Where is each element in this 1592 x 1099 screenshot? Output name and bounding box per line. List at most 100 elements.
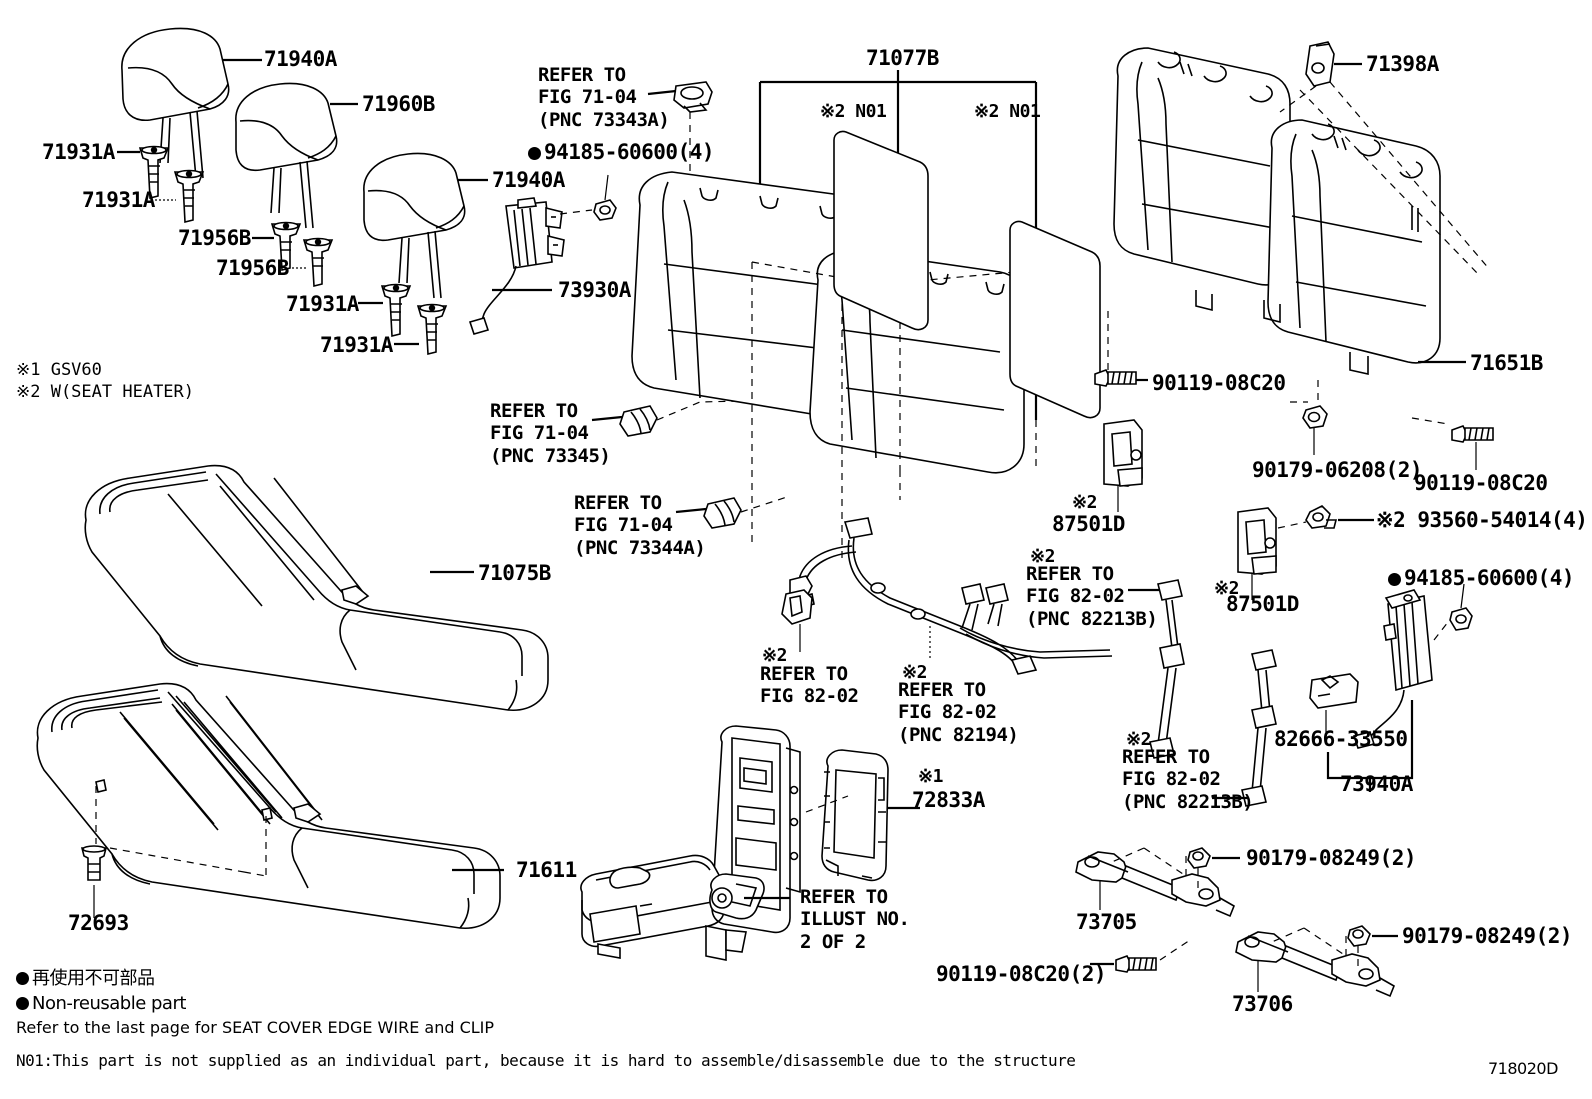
- clip-72693: [80, 845, 108, 881]
- panel-72833a: [821, 749, 889, 882]
- part-label-71940a-lower: 71940A: [492, 168, 565, 192]
- ref-73343a-l1: REFER TO: [538, 64, 626, 86]
- leader-73344a: [675, 507, 707, 514]
- mark2-82213b-1: ※2: [1030, 546, 1055, 567]
- part-label-71940a-upper: 71940A: [264, 47, 337, 71]
- clip-82666: [1309, 673, 1359, 709]
- bolt-71931a-4: [416, 303, 448, 356]
- part-label-73706: 73706: [1232, 992, 1293, 1016]
- legend-n01-note: N01:This part is not supplied as an indi…: [16, 1051, 1076, 1070]
- nut-90179-08249-2: [1347, 925, 1371, 947]
- part-label-71931a-2: 71931A: [82, 188, 155, 212]
- ref-82194-l1: REFER TO: [898, 679, 986, 701]
- bolt-71956b-1: [270, 221, 302, 272]
- strap-82213b-1: [1149, 579, 1185, 759]
- armrest-assembly: [580, 725, 801, 961]
- ref-82213b-1-l1: REFER TO: [1026, 563, 1114, 585]
- nut-94185-2: [1449, 607, 1473, 631]
- mark2-87501d-1: ※2: [1072, 492, 1097, 513]
- seatback-center-assembly: [631, 130, 1101, 560]
- nonreusable-dot-icon-en: [16, 997, 29, 1010]
- clip-73343a: [673, 81, 713, 113]
- ref-82213b-2-l2: FIG 82-02: [1122, 768, 1221, 791]
- nut-94185-1: [593, 199, 617, 221]
- ref-73345-l3: (PNC 73345): [490, 444, 611, 467]
- part-number-93560: 93560-54014(4): [1417, 508, 1588, 532]
- latch-87501d-2: [1237, 507, 1277, 575]
- assembly-dash-90119-08c20-2: [1159, 939, 1191, 961]
- part-label-72833a: 72833A: [912, 788, 985, 812]
- mark2-82194: ※2: [902, 662, 927, 683]
- latch-87501d-1: [1103, 419, 1143, 487]
- bracket-73940a: [1326, 700, 1414, 792]
- part-label-82666: 82666-33550: [1274, 727, 1408, 751]
- ref-73343a-l3: (PNC 73343A): [538, 108, 670, 131]
- ref-73344a-l3: (PNC 73344A): [574, 536, 706, 559]
- part-number-94185-1: 94185-60600(4): [544, 140, 715, 164]
- assembly-dash-73345: [656, 399, 787, 421]
- assembly-dash-72693-h: [109, 816, 267, 880]
- ref-82213b-2-l1: REFER TO: [1122, 746, 1210, 768]
- ref-82194-l3: (PNC 82194): [898, 723, 1019, 746]
- cushion-71611: [36, 682, 501, 929]
- nut-90179-06208: [1302, 405, 1328, 429]
- part-label-71960b: 71960B: [362, 92, 435, 116]
- clip-71398a: [1305, 41, 1335, 87]
- hinge-73705: [1075, 851, 1236, 918]
- mark2-right: ※2: [974, 101, 999, 122]
- ref-illust-l2: ILLUST NO.: [800, 908, 910, 931]
- ref-73344a-l2: FIG 71-04: [574, 514, 673, 537]
- ref-8202a-l1: REFER TO: [760, 663, 848, 685]
- mark2-93560: ※2: [1376, 508, 1406, 532]
- part-label-93560: ※2 93560-54014(4): [1376, 508, 1588, 533]
- bolt-71931a-1: [138, 145, 170, 200]
- screw-90119-2: [1451, 425, 1494, 443]
- mark2-fig8202: ※2: [762, 645, 787, 666]
- nonreusable-en-text: Non-reusable part: [32, 993, 186, 1014]
- part-label-94185-1: 94185-60600(4): [528, 140, 715, 165]
- assembly-dash-73344a: [740, 495, 791, 513]
- leader-73345: [591, 415, 623, 422]
- mark-n01-left: ※2 N01: [820, 101, 887, 122]
- ref-73345-l2: FIG 71-04: [490, 422, 589, 445]
- headrest-71960b: [235, 82, 338, 229]
- nut-90179-08249-1: [1187, 847, 1211, 869]
- assembly-dash-93560: [1277, 521, 1307, 529]
- assembly-dash-73705: [1111, 847, 1187, 877]
- leader-94185-2: [1460, 583, 1465, 609]
- part-73930a-unit: [468, 197, 565, 335]
- assembly-dash-90179-06208: [1290, 380, 1319, 403]
- bolt-71931a-3: [380, 283, 412, 338]
- legend-edge-wire-note: Refer to the last page for SEAT COVER ED…: [16, 1018, 495, 1037]
- part-label-71931a-3: 71931A: [286, 292, 359, 316]
- part-73940a-unit: [1352, 589, 1433, 749]
- ref-73344a-l1: REFER TO: [574, 492, 662, 514]
- nonreusable-jp-text: 再使用不可部品: [32, 968, 155, 989]
- part-label-87501d-1: 87501D: [1052, 512, 1125, 536]
- ref-82213b-1-l3: (PNC 82213B): [1026, 607, 1158, 630]
- part-label-87501d-2: 87501D: [1226, 592, 1299, 616]
- part-label-73940a: 73940A: [1340, 772, 1413, 796]
- part-label-72693: 72693: [68, 911, 129, 935]
- ref-illust-l1: REFER TO: [800, 886, 888, 908]
- part-label-71077b: 71077B: [866, 46, 939, 70]
- part-label-71398a: 71398A: [1366, 52, 1439, 76]
- seatback-right-71651b: [1113, 47, 1441, 375]
- mark2-87501d-2: ※2: [1214, 578, 1239, 599]
- n01-right: N01: [1009, 101, 1041, 122]
- bolt-71956b-2: [302, 237, 334, 288]
- part-label-90179-08249-2: 90179-08249(2): [1402, 924, 1573, 948]
- ref-8202a-l2: FIG 82-02: [760, 685, 859, 708]
- mark2-82213b-2: ※2: [1126, 729, 1151, 750]
- part-label-71956b-2: 71956B: [216, 256, 289, 280]
- leader-94185-1: [604, 174, 609, 201]
- hinge-73706: [1235, 931, 1396, 998]
- clip-73344a: [703, 497, 742, 529]
